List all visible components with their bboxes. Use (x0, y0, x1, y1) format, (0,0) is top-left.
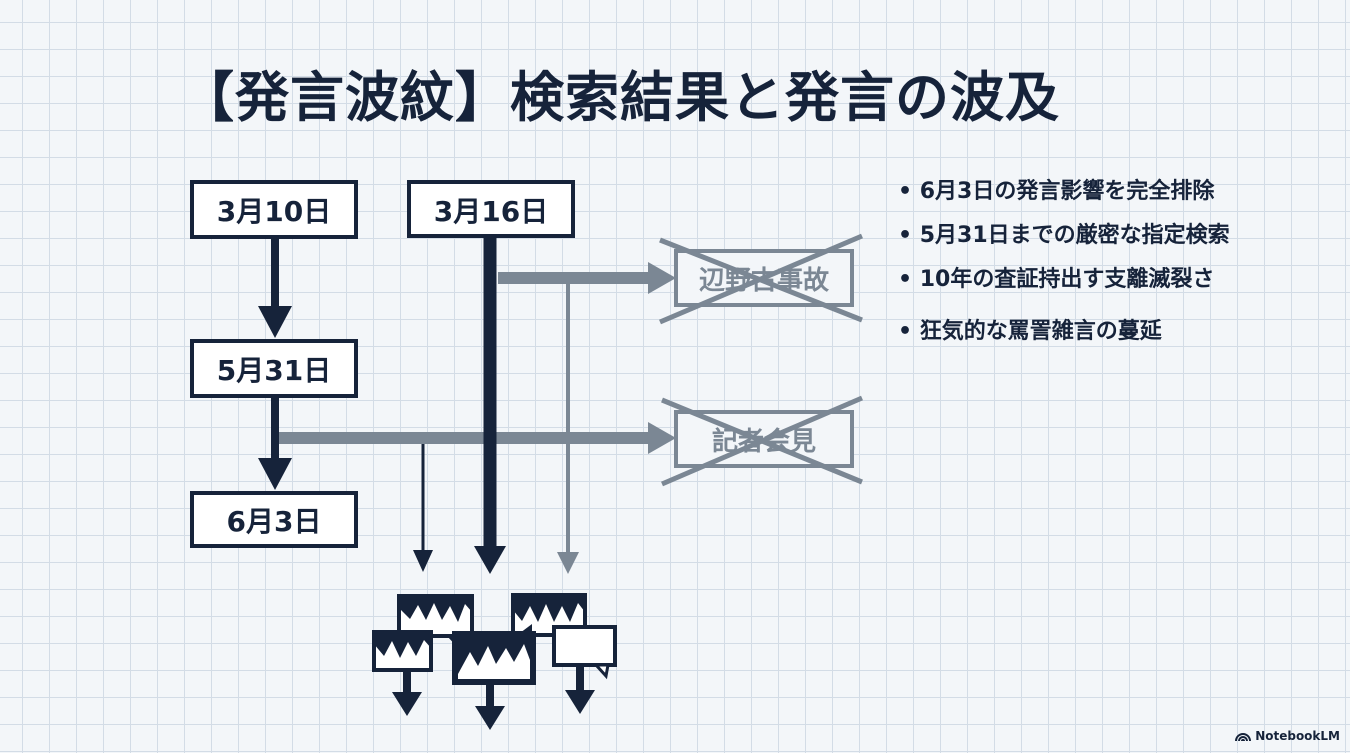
gray-connectors (278, 262, 676, 574)
cross-line-2 (659, 233, 863, 325)
bubble-arrowhead-1 (392, 692, 422, 716)
arrowhead-5-31 (258, 306, 292, 338)
navy-flow (258, 236, 506, 574)
speech-bubbles (372, 593, 617, 730)
arrowhead-r2 (648, 422, 676, 454)
bullet-item: 5月31日までの厳密な指定検索 (898, 214, 1328, 258)
bubble-arrowhead-3 (565, 690, 595, 714)
brand-watermark: NotebookLM (1235, 727, 1340, 745)
arrowhead-r1 (648, 262, 676, 294)
speech-bubble-3 (372, 630, 433, 672)
date-box-3-10: 3月10日 (190, 180, 358, 239)
speech-bubble-1 (397, 594, 474, 650)
speech-bubble-2 (511, 593, 587, 637)
bullet-item: 6月3日の発言影響を完全排除 (898, 170, 1328, 214)
bubble-arrowhead-2 (475, 706, 505, 730)
date-box-5-31: 5月31日 (190, 339, 358, 398)
bullet-item: 10年の査証持出す支離滅裂さ (898, 258, 1328, 302)
date-box-3-16: 3月16日 (407, 180, 575, 238)
date-label-3-16: 3月16日 (434, 195, 548, 228)
date-label-6-3: 6月3日 (227, 505, 322, 538)
bullet-item: 狂気的な罵詈雑言の蔓延 (898, 310, 1328, 354)
date-box-6-3: 6月3日 (190, 491, 358, 548)
gray-drop-arrowhead (557, 552, 579, 574)
arrowhead-6-3 (258, 458, 292, 490)
result-box-henoko: 辺野古事故 (659, 233, 863, 325)
speech-bubble-5 (552, 625, 617, 680)
brand-label: NotebookLM (1255, 729, 1340, 743)
bullet-list: 6月3日の発言影響を完全排除 5月31日までの厳密な指定検索 10年の査証持出す… (898, 170, 1328, 354)
notebooklm-logo-icon (1235, 733, 1252, 742)
date-label-3-10: 3月10日 (217, 195, 331, 228)
cross-line-4 (661, 395, 863, 487)
thick-drop-arrowhead (474, 546, 506, 574)
page-title: 【発言波紋】検索結果と発言の波及 (180, 66, 1060, 129)
date-label-5-31: 5月31日 (217, 354, 331, 387)
result-box-press: 記者会見 (661, 395, 863, 487)
speech-bubble-4 (452, 624, 536, 685)
thin-drop-arrowhead (413, 550, 433, 572)
